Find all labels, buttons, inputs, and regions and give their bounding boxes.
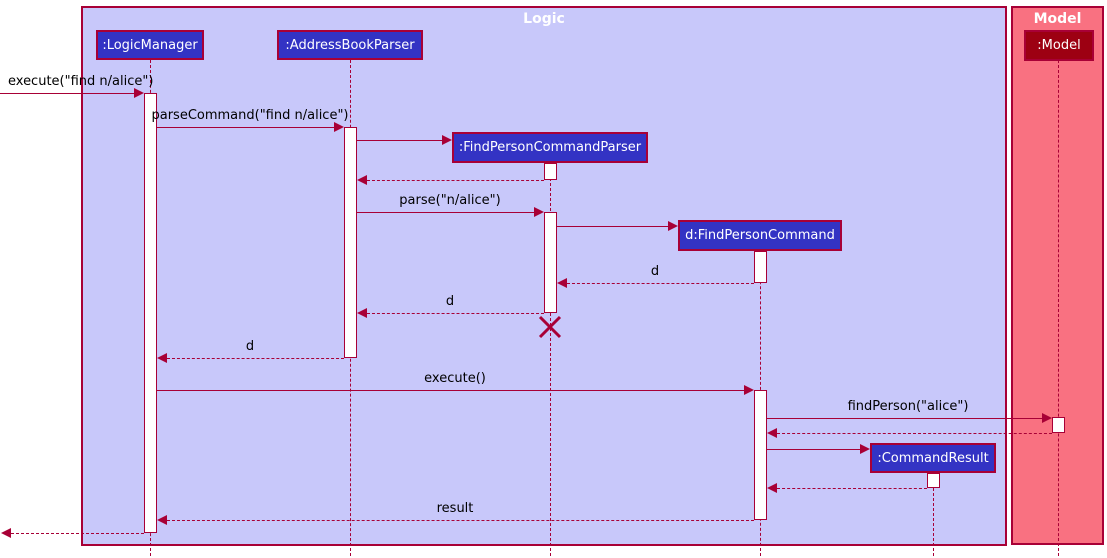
arrowhead-icon bbox=[334, 122, 344, 132]
activation-find-person-command-create bbox=[754, 251, 767, 283]
message-line-return-d-abp bbox=[167, 358, 344, 359]
message-label-find-person: findPerson("alice") bbox=[847, 399, 969, 414]
arrowhead-icon bbox=[668, 221, 678, 231]
message-line-return-d-command bbox=[567, 283, 754, 284]
message-line-create-parser bbox=[357, 140, 442, 141]
participant-find-person-command-parser: :FindPersonCommandParser bbox=[452, 132, 648, 163]
message-label-return-d-abp: d bbox=[245, 339, 255, 354]
activation-find-person-command-parser-parse bbox=[544, 212, 557, 313]
message-line-create-command bbox=[557, 226, 668, 227]
message-line-find-person bbox=[767, 418, 1042, 419]
message-line-result bbox=[167, 520, 754, 521]
activation-address-book-parser bbox=[344, 127, 357, 358]
lifeline-command-result bbox=[933, 473, 934, 556]
arrowhead-icon bbox=[1042, 413, 1052, 423]
message-line-create-command-result bbox=[767, 449, 860, 450]
message-line-return-d-parser bbox=[367, 313, 544, 314]
message-line-parse-command bbox=[157, 127, 334, 128]
message-label-return-d-parser: d bbox=[445, 294, 455, 309]
message-label-execute: execute() bbox=[424, 371, 486, 386]
lifeline-model bbox=[1058, 60, 1059, 556]
message-line-return-command-result bbox=[777, 488, 927, 489]
arrowhead-icon bbox=[357, 308, 367, 318]
arrowhead-icon bbox=[157, 353, 167, 363]
activation-command-result bbox=[927, 473, 940, 488]
message-line-return-final bbox=[11, 533, 144, 534]
message-line-execute-found bbox=[0, 93, 134, 94]
message-label-execute-found: execute("find n/alice") bbox=[8, 74, 154, 89]
activation-logic-manager bbox=[144, 93, 157, 533]
arrowhead-icon bbox=[134, 88, 144, 98]
message-line-return-create-parser bbox=[367, 180, 544, 181]
participant-address-book-parser: :AddressBookParser bbox=[277, 30, 423, 60]
arrowhead-icon bbox=[767, 428, 777, 438]
arrowhead-icon bbox=[157, 515, 167, 525]
lifeline-find-person-command-parser bbox=[550, 163, 551, 556]
arrowhead-icon bbox=[767, 483, 777, 493]
message-label-parse: parse("n/alice") bbox=[399, 193, 501, 208]
arrowhead-icon bbox=[357, 175, 367, 185]
message-label-result: result bbox=[436, 501, 474, 516]
activation-find-person-command-execute bbox=[754, 390, 767, 520]
activation-find-person-command-parser-create bbox=[544, 163, 557, 180]
arrowhead-icon bbox=[557, 278, 567, 288]
message-label-parse-command: parseCommand("find n/alice") bbox=[151, 108, 349, 123]
destroy-x-icon bbox=[537, 314, 563, 340]
activation-model bbox=[1052, 417, 1065, 433]
participant-find-person-command: d:FindPersonCommand bbox=[678, 220, 842, 251]
message-label-return-d-command: d bbox=[650, 264, 660, 279]
model-frame-title: Model bbox=[1033, 11, 1082, 27]
message-line-execute bbox=[157, 390, 744, 391]
logic-frame-title: Logic bbox=[523, 11, 565, 27]
message-line-return-model bbox=[777, 433, 1052, 434]
model-frame: Model bbox=[1011, 6, 1104, 545]
arrowhead-icon bbox=[744, 385, 754, 395]
arrowhead-icon bbox=[1, 528, 11, 538]
arrowhead-icon bbox=[534, 207, 544, 217]
message-line-parse bbox=[357, 212, 534, 213]
participant-command-result: :CommandResult bbox=[870, 443, 996, 473]
participant-model: :Model bbox=[1024, 30, 1094, 61]
arrowhead-icon bbox=[860, 444, 870, 454]
arrowhead-icon bbox=[442, 135, 452, 145]
participant-logic-manager: :LogicManager bbox=[96, 30, 204, 60]
